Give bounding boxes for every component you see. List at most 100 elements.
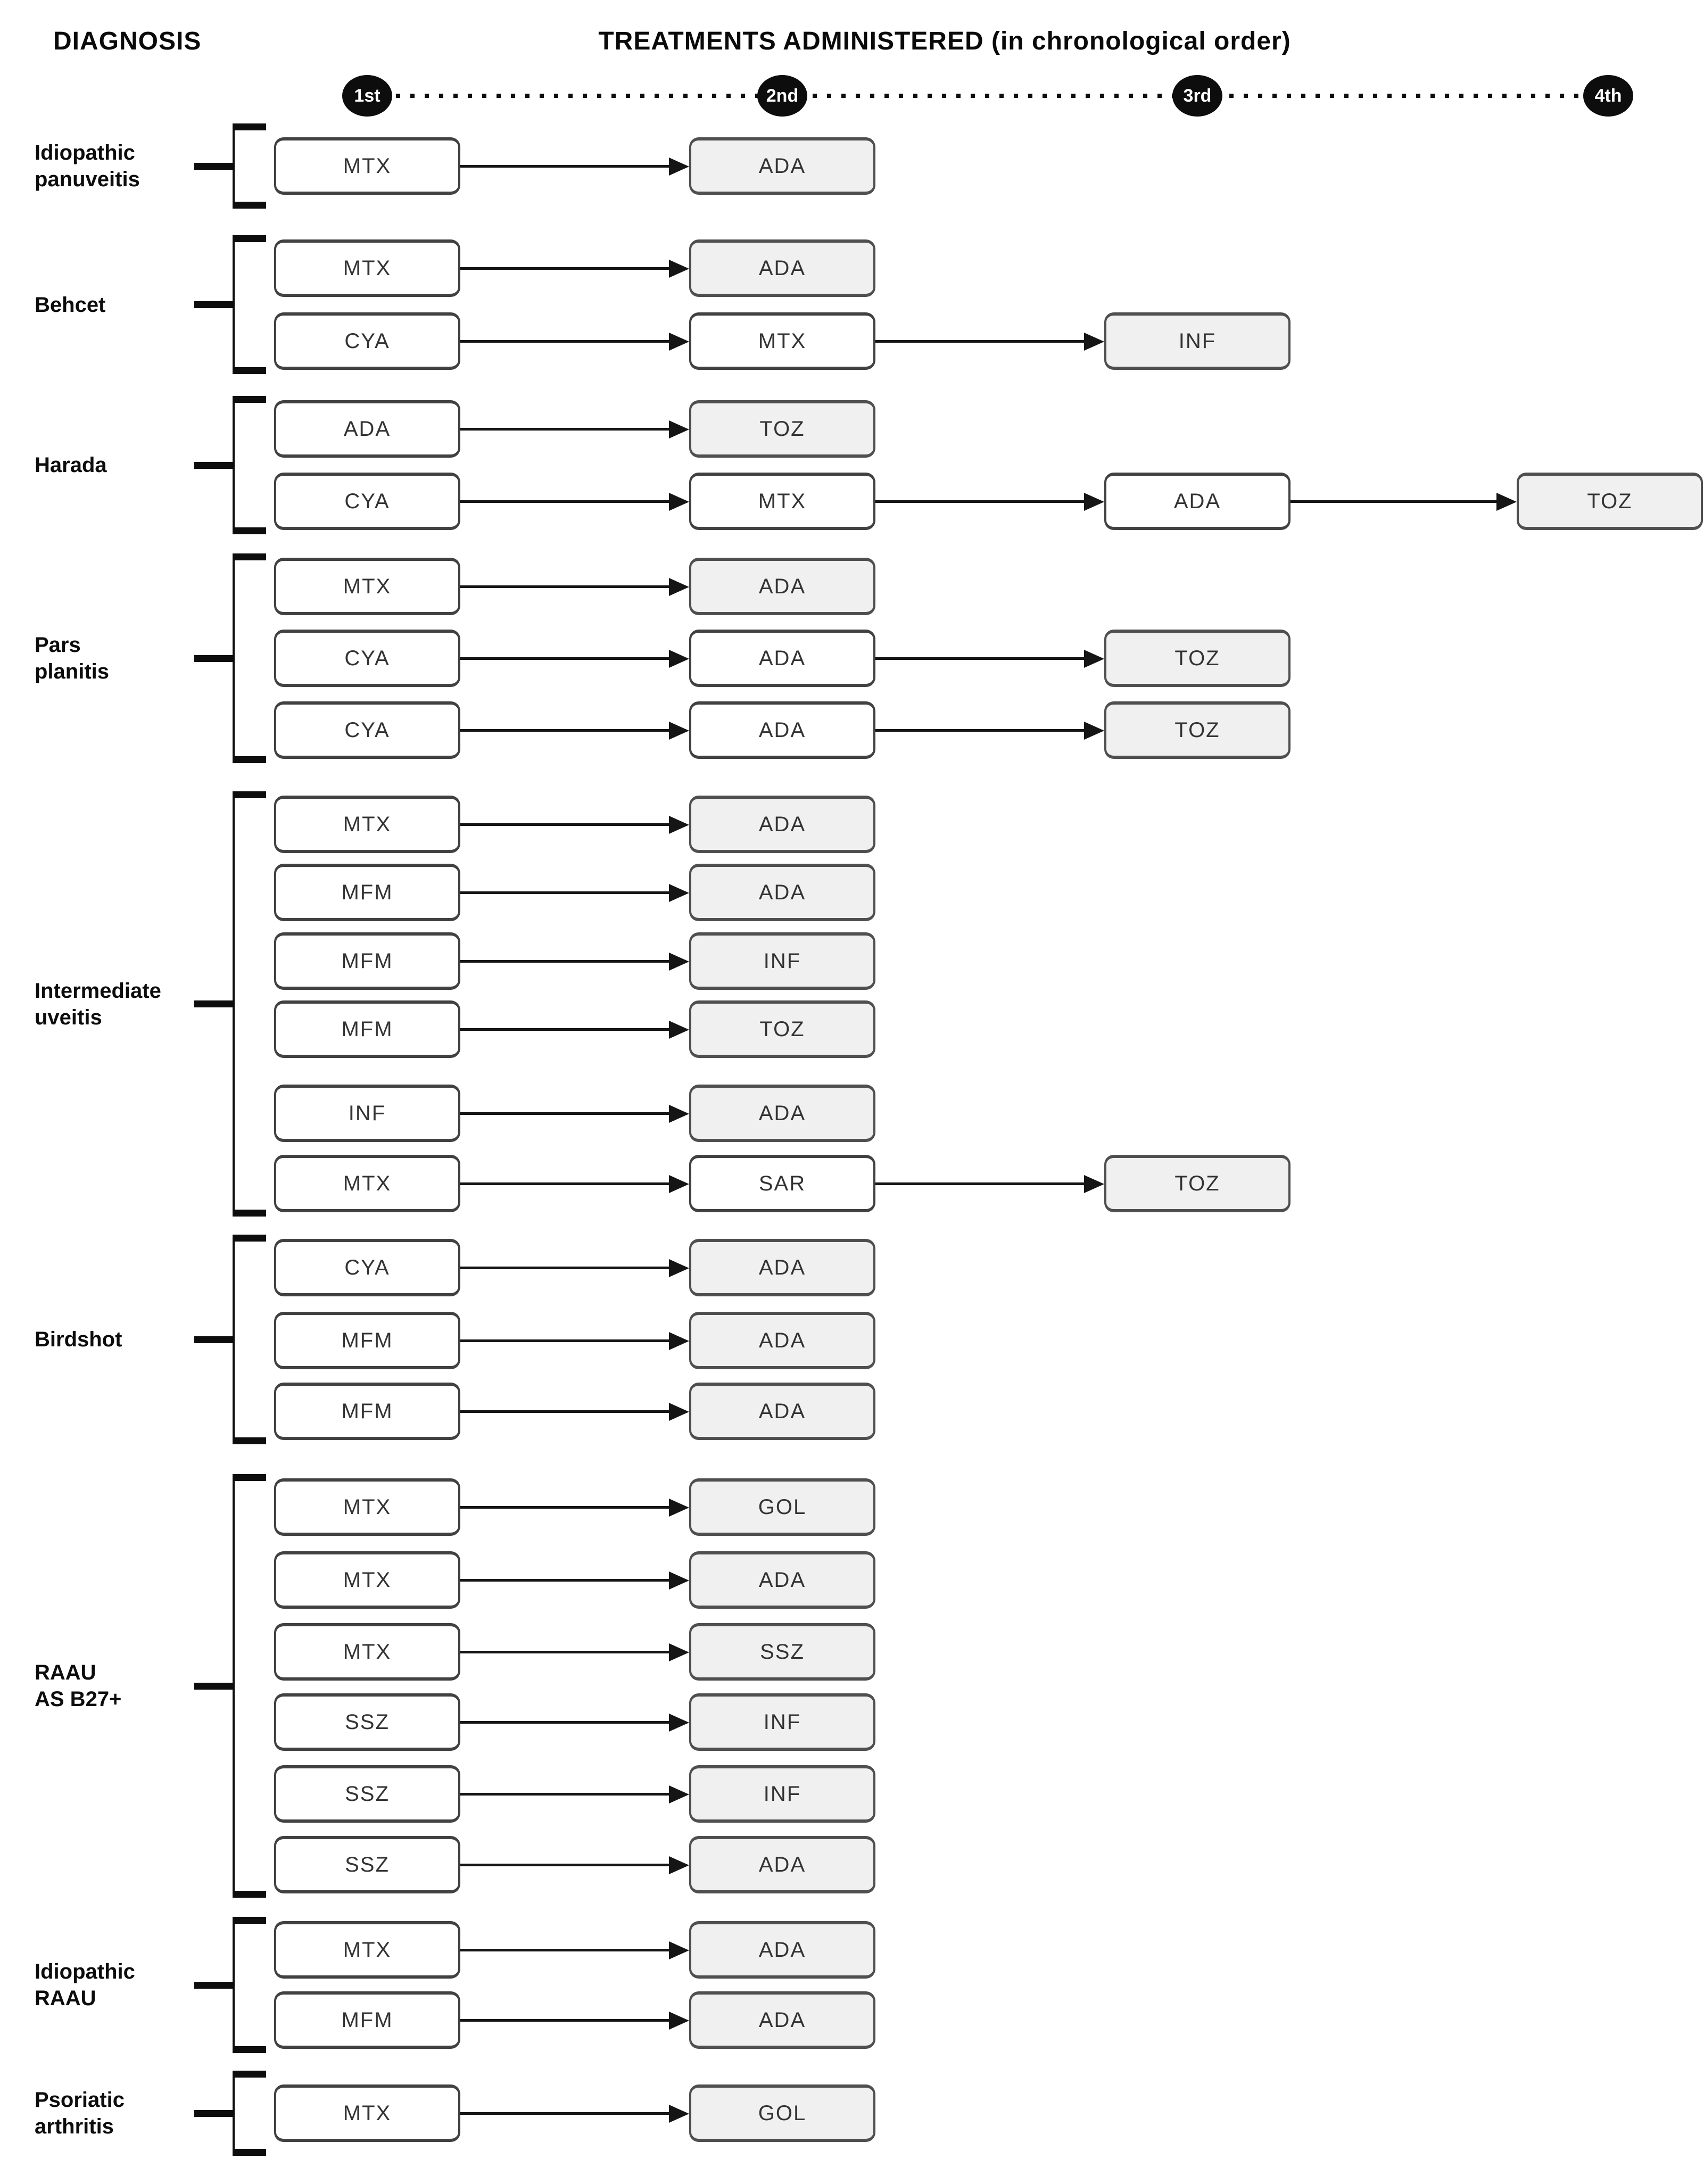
treatment-box: MFM: [274, 1312, 460, 1369]
diagnosis-label-line: Pars: [35, 633, 81, 657]
group-label-connector: [194, 1981, 235, 1989]
treatment-box: GOL: [689, 2084, 875, 2142]
arrow-right: [460, 1864, 669, 1866]
group-label-connector: [194, 655, 235, 662]
diagnosis-label-line: panuveitis: [35, 168, 140, 191]
diagnosis-column-header: DIAGNOSIS: [53, 27, 202, 55]
treatment-box: MFM: [274, 932, 460, 990]
arrow-right: [460, 165, 669, 168]
diagnosis-label-line: AS B27+: [35, 1687, 122, 1711]
treatment-box: TOZ: [689, 1000, 875, 1058]
treatment-box: ADA: [689, 864, 875, 921]
treatment-box: MFM: [274, 864, 460, 921]
diagnosis-label-line: RAAU: [35, 1987, 96, 2010]
treatment-box: SSZ: [689, 1623, 875, 1681]
arrow-right: [460, 1112, 669, 1115]
arrow-right: [460, 1506, 669, 1509]
group-bracket-top-tick: [233, 1235, 266, 1242]
arrow-right: [460, 1579, 669, 1582]
treatment-box: ADA: [689, 796, 875, 853]
treatment-box: MTX: [274, 2084, 460, 2142]
treatment-box: ADA: [689, 1836, 875, 1893]
group-bracket-bottom-tick: [233, 1891, 266, 1898]
arrow-right: [875, 1182, 1084, 1185]
treatment-box: SSZ: [274, 1836, 460, 1893]
treatment-box: ADA: [689, 239, 875, 297]
diagnosis-label-line: Behcet: [35, 293, 106, 317]
arrow-right: [460, 1651, 669, 1653]
group-bracket-top-tick: [233, 1474, 266, 1481]
group-bracket-bottom-tick: [233, 202, 266, 209]
group-bracket-bottom-tick: [233, 756, 266, 763]
treatment-box: CYA: [274, 701, 460, 759]
group-bracket-top-tick: [233, 123, 266, 130]
arrow-right: [460, 340, 669, 343]
treatment-box: MTX: [274, 1551, 460, 1609]
treatment-box: MTX: [274, 558, 460, 615]
group-label-connector: [194, 1336, 235, 1343]
treatment-box: MTX: [274, 1478, 460, 1536]
arrow-right: [460, 823, 669, 826]
group-bracket-top-tick: [233, 1917, 266, 1924]
treatment-box: MFM: [274, 1383, 460, 1440]
treatment-box: CYA: [274, 473, 460, 530]
diagnosis-label: Pars planitis: [35, 632, 194, 685]
group-label-connector: [194, 1000, 235, 1007]
timeline-marker-3rd: 3rd: [1172, 75, 1222, 117]
treatment-box: ADA: [274, 400, 460, 458]
diagnosis-label: Harada: [35, 452, 194, 478]
treatment-box: SAR: [689, 1155, 875, 1212]
treatment-box: MTX: [274, 1155, 460, 1212]
treatment-box: ADA: [689, 558, 875, 615]
group-label-connector: [194, 1682, 235, 1690]
arrow-right: [460, 585, 669, 588]
treatment-box: CYA: [274, 1239, 460, 1296]
group-bracket-bottom-tick: [233, 527, 266, 534]
diagnosis-label-line: planitis: [35, 660, 110, 683]
group-bracket-top-tick: [233, 235, 266, 242]
timeline-marker-2nd: 2nd: [757, 75, 807, 117]
treatment-box: INF: [689, 1693, 875, 1751]
group-bracket-bottom-tick: [233, 1210, 266, 1217]
arrow-right: [460, 2019, 669, 2022]
treatment-box: ADA: [689, 1312, 875, 1369]
treatment-box: CYA: [274, 312, 460, 370]
treatment-box: SSZ: [274, 1693, 460, 1751]
arrow-right: [460, 960, 669, 963]
group-bracket-bottom-tick: [233, 2149, 266, 2156]
treatment-box: TOZ: [1104, 630, 1291, 687]
group-bracket-top-tick: [233, 791, 266, 798]
arrow-right: [460, 1410, 669, 1413]
diagnosis-label-line: Psoriatic: [35, 2088, 125, 2112]
group-label-connector: [194, 461, 235, 469]
diagnosis-label-line: RAAU: [35, 1661, 96, 1684]
diagnosis-label: Birdshot: [35, 1326, 194, 1353]
diagnosis-label-line: Idiopathic: [35, 141, 135, 164]
arrow-right: [875, 657, 1084, 660]
arrow-right: [460, 1182, 669, 1185]
treatment-box: ADA: [1104, 473, 1291, 530]
diagnosis-label: Idiopathic panuveitis: [35, 139, 194, 193]
treatment-box: MTX: [689, 312, 875, 370]
treatment-box: ADA: [689, 1991, 875, 2049]
arrow-right: [875, 500, 1084, 503]
arrow-right: [460, 500, 669, 503]
group-label-connector: [194, 301, 235, 308]
arrow-right: [460, 1339, 669, 1342]
timeline-marker-4th: 4th: [1583, 75, 1633, 117]
treatment-box: ADA: [689, 1921, 875, 1979]
diagnosis-label: RAAU AS B27+: [35, 1659, 194, 1713]
treatment-box: MTX: [274, 137, 460, 195]
diagnosis-label-line: Idiopathic: [35, 1960, 135, 1983]
treatment-box: MTX: [689, 473, 875, 530]
group-bracket-bottom-tick: [233, 2046, 266, 2053]
treatment-box: MFM: [274, 1991, 460, 2049]
treatment-box: INF: [689, 1765, 875, 1823]
arrow-right: [875, 340, 1084, 343]
timeline-dotted-line: [367, 94, 1608, 98]
group-bracket-top-tick: [233, 396, 266, 403]
treatment-box: ADA: [689, 1551, 875, 1609]
